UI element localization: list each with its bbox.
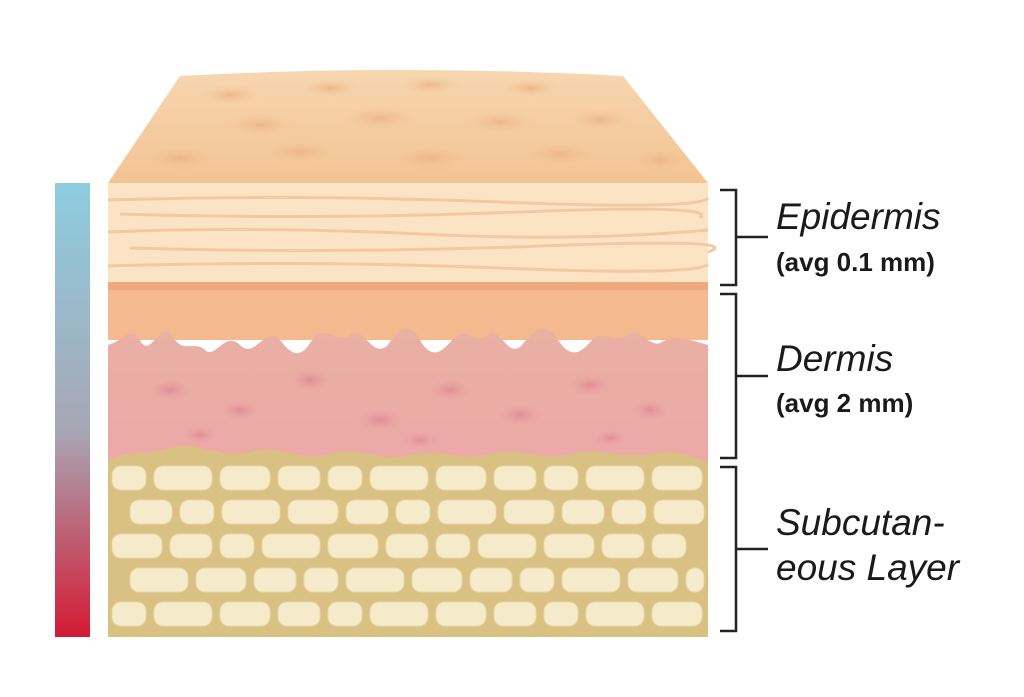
fat-cell: [395, 499, 431, 525]
fat-cell: [369, 601, 429, 627]
fat-cell: [277, 465, 321, 491]
subcutaneous-label-line1: Subcutan-: [776, 502, 945, 543]
dermis-layer: [108, 328, 708, 467]
fat-cell: [327, 465, 363, 491]
fat-cell: [129, 499, 173, 525]
fat-cell: [385, 533, 429, 559]
fat-cell: [435, 465, 487, 491]
fat-cell: [345, 499, 389, 525]
fat-cell: [519, 567, 555, 593]
epidermis-base-line: [108, 282, 708, 290]
dermis-thickness: (avg 2 mm): [776, 388, 913, 418]
fat-cell: [219, 601, 271, 627]
fat-cell: [561, 499, 605, 525]
fat-cell: [327, 601, 363, 627]
fat-cell: [543, 465, 579, 491]
fat-cell: [153, 465, 213, 491]
fat-cell: [477, 533, 537, 559]
epidermis-label: Epidermis: [776, 196, 941, 237]
fat-cell: [627, 567, 679, 593]
fat-cell: [493, 601, 537, 627]
fat-cell: [651, 465, 703, 491]
fat-cell: [601, 533, 645, 559]
epidermis-thickness: (avg 0.1 mm): [776, 247, 935, 277]
fat-cell: [611, 499, 647, 525]
subcutaneous-label-line2: eous Layer: [776, 547, 961, 588]
bracket-icon: [720, 292, 768, 460]
fat-cell: [111, 533, 163, 559]
fat-cell: [219, 533, 255, 559]
fat-cell: [685, 567, 705, 593]
fat-cell: [221, 499, 281, 525]
fat-cell: [543, 533, 595, 559]
fat-cell: [369, 465, 429, 491]
fat-cell: [585, 465, 645, 491]
depth-gradient-bar: [55, 183, 90, 637]
fat-cell: [411, 567, 463, 593]
fat-cell: [345, 567, 405, 593]
fat-cell: [493, 465, 537, 491]
fat-cell: [219, 465, 271, 491]
fat-cell: [179, 499, 215, 525]
fat-cell: [435, 533, 471, 559]
fat-cell: [585, 601, 645, 627]
fat-cell: [543, 601, 579, 627]
fat-cell: [469, 567, 513, 593]
fat-cell: [129, 567, 189, 593]
fat-cell: [195, 567, 247, 593]
bracket-icon: [720, 465, 768, 633]
bracket-icon: [720, 188, 768, 287]
fat-cell: [503, 499, 555, 525]
fat-cell: [277, 601, 321, 627]
fat-cells: [111, 465, 705, 627]
fat-cell: [437, 499, 497, 525]
fat-cell: [651, 533, 687, 559]
fat-cell: [153, 601, 213, 627]
fat-cell: [287, 499, 339, 525]
skin-surface-texture: [146, 76, 688, 171]
fat-cell: [327, 533, 379, 559]
fat-cell: [261, 533, 321, 559]
dermis-texture: [148, 368, 670, 449]
fat-cell: [169, 533, 213, 559]
fat-cell: [435, 601, 487, 627]
fat-cell: [111, 465, 147, 491]
dermis-label: Dermis: [776, 338, 893, 379]
fat-cell: [653, 499, 705, 525]
fat-cell: [111, 601, 147, 627]
fat-cell: [303, 567, 339, 593]
epidermis-striations: [107, 195, 717, 273]
fat-cell: [253, 567, 297, 593]
fat-cell: [651, 601, 703, 627]
fat-cell: [561, 567, 621, 593]
